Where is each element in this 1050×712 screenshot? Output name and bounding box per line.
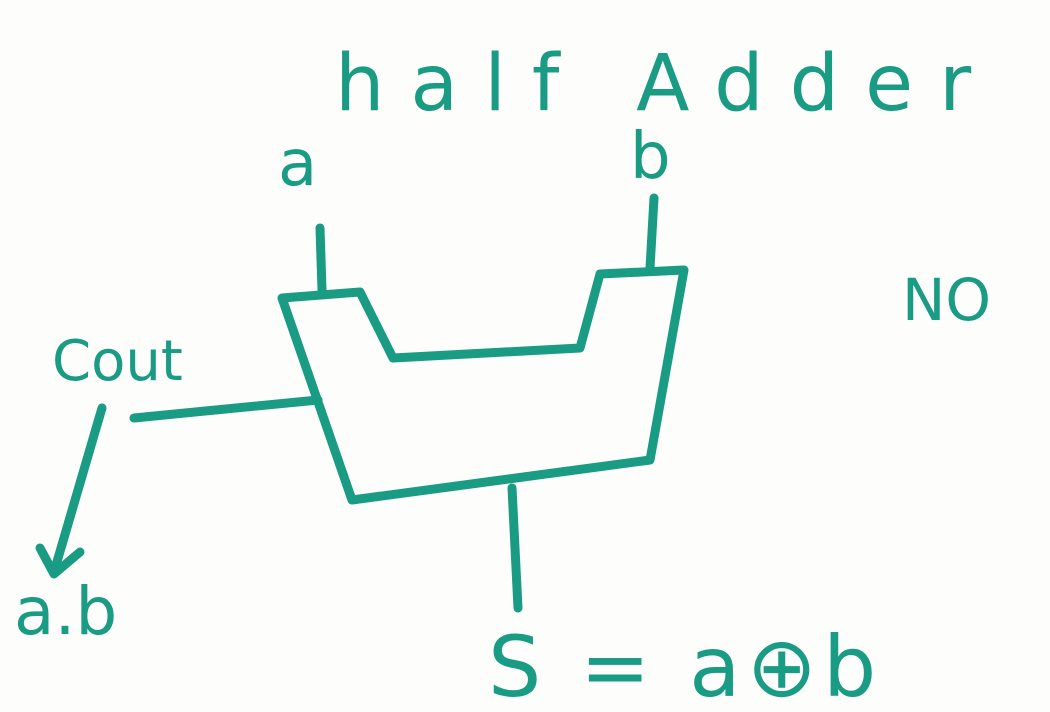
side-note: NO <box>902 266 991 334</box>
carry-out-wire <box>129 395 323 423</box>
carry-arrow-line <box>49 403 107 577</box>
input-a-label: a <box>278 127 317 201</box>
adder-block <box>277 265 689 505</box>
sum-expression: S = a⊕b <box>488 618 882 712</box>
input-b-label: b <box>630 120 671 194</box>
sum-output-wire <box>507 483 523 613</box>
diagram-title: half Adder <box>335 39 997 129</box>
carry-expression: a.b <box>14 573 117 650</box>
carry-label: Cout <box>52 329 183 394</box>
input-a-wire <box>315 223 327 295</box>
input-b-wire <box>645 193 659 273</box>
carry-arrowhead-icon <box>35 543 85 579</box>
